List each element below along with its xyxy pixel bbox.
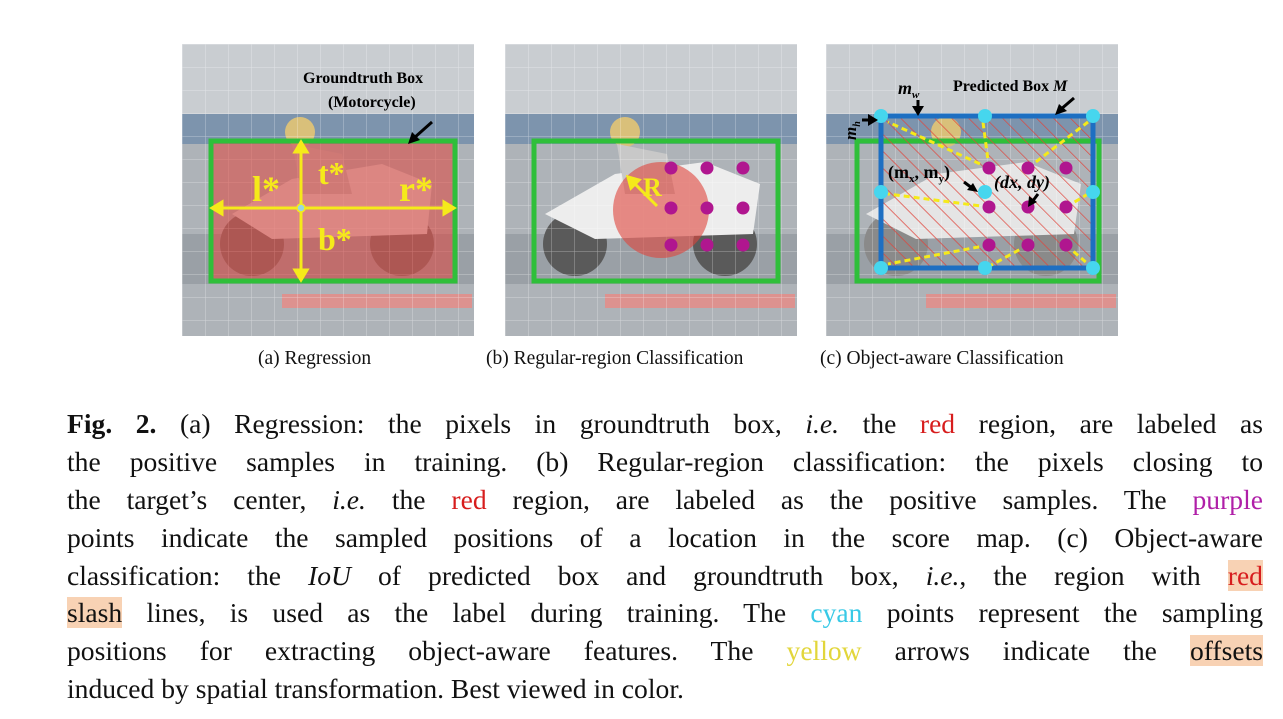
radius-label: R — [643, 173, 662, 202]
object-aware-figure: mw Predicted Box M mh (mx, my) (dx, dy) — [826, 44, 1118, 336]
regular-sample-points — [982, 161, 1073, 252]
r-label: r* — [399, 169, 433, 209]
cyan-word: cyan — [810, 597, 863, 629]
subcaption-a: (a) Regression — [258, 348, 372, 369]
center-coord-label: (mx, my) — [888, 162, 950, 185]
groundtruth-subtitle: (Motorcycle) — [328, 94, 416, 111]
offset-label: (dx, dy) — [994, 172, 1050, 193]
panel-regression: l* t* r* b* Groundtruth Box (Motorcycle) — [182, 44, 474, 336]
groundtruth-box — [208, 138, 458, 284]
sampled-points — [664, 161, 750, 252]
radius-arrow — [625, 174, 659, 208]
predicted-box-arrow — [1055, 96, 1075, 115]
groundtruth-title: Groundtruth Box — [303, 70, 423, 87]
red-word: red — [919, 408, 956, 439]
caption-line: the target’s center, i.e. the red region… — [67, 483, 1263, 515]
caption-line: the positive samples in training. (b) Re… — [67, 445, 1263, 477]
predicted-box-label: Predicted Box M — [953, 78, 1068, 95]
caption-line: Fig. 2. (a) Regression: the pixels in gr… — [67, 408, 1263, 439]
t-label: t* — [318, 155, 345, 191]
highlighted-slash-word: slash — [67, 597, 123, 629]
caption-line: positions for extracting object-aware fe… — [67, 635, 1264, 667]
purple-word: purple — [1192, 483, 1263, 515]
yellow-word: yellow — [786, 635, 862, 667]
l-label: l* — [252, 169, 280, 209]
b-label: b* — [318, 221, 352, 257]
regular-classification-figure: R — [505, 44, 797, 336]
caption-line: slash lines, is used as the label during… — [67, 597, 1263, 629]
mw-label: mw — [898, 78, 920, 101]
caption-line: induced by spatial transformation. Best … — [67, 673, 684, 705]
subcaption-b: (b) Regular-region Classification — [486, 348, 744, 369]
mh-label: mh — [841, 121, 863, 140]
panel-regular-classification: R — [505, 44, 797, 336]
mw-arrow — [912, 100, 924, 116]
groundtruth-box — [531, 138, 781, 284]
regression-figure: l* t* r* b* Groundtruth Box (Motorcycle) — [182, 44, 474, 336]
highlighted-red-word: red — [1227, 559, 1263, 591]
positive-region — [211, 141, 455, 281]
pointer-arrow — [408, 120, 433, 144]
center-point — [296, 203, 306, 213]
regression-arrows — [209, 139, 457, 283]
caption-line: points indicate the sampled positions of… — [67, 521, 1263, 553]
figure-label: Fig. 2. — [67, 408, 157, 439]
offset-pointer-arrow — [1028, 193, 1040, 207]
subcaption-c: (c) Object-aware Classification — [820, 348, 1064, 369]
mh-arrow — [862, 114, 878, 126]
object-aware-sample-points — [874, 109, 1100, 275]
center-coord-arrow — [963, 180, 978, 192]
red-word: red — [451, 483, 487, 515]
panel-object-aware-classification: mw Predicted Box M mh (mx, my) (dx, dy) — [826, 44, 1118, 336]
caption-line: classification: the IoU of predicted box… — [67, 559, 1263, 591]
highlighted-offsets-word: offsets — [1189, 635, 1264, 667]
figure-caption: Fig. 2. (a) Regression: the pixels in gr… — [67, 405, 1264, 708]
